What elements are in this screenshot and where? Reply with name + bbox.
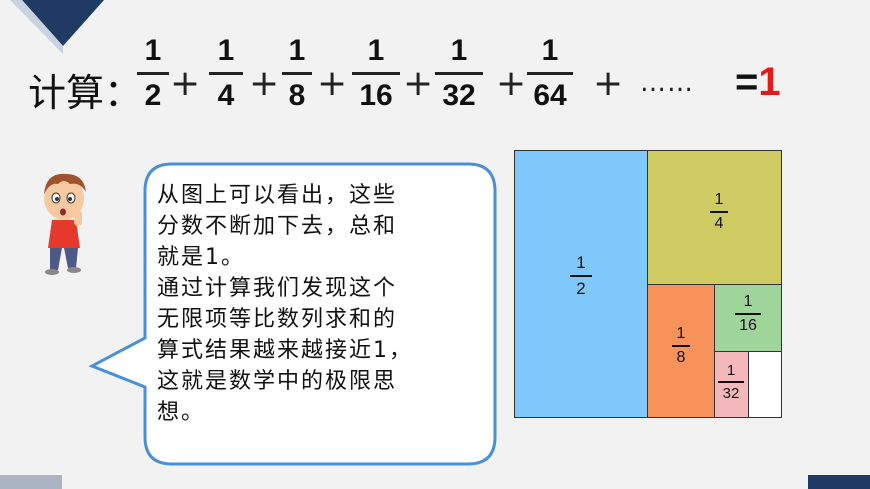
explanation-line: 算式结果越来越接近1， [157, 338, 413, 363]
explanation-line: 通过计算我们发现这个 [157, 276, 398, 301]
corner-decoration [10, 0, 104, 54]
plus-sign: + [496, 63, 527, 104]
cell-remainder [748, 351, 782, 418]
bottom-bar-left [0, 475, 62, 489]
result: =1 [735, 60, 781, 104]
explanation-line: 想。 [157, 400, 206, 425]
thinking-boy-illustration [44, 173, 86, 275]
bottom-bar-right [808, 475, 870, 489]
explanation-line: 无限项等比数列求和的 [157, 307, 398, 332]
plus-sign: + [249, 63, 280, 104]
plus-sign: + [403, 63, 434, 104]
plus-sign: + [170, 63, 201, 104]
explanation-line: 就是1。 [157, 245, 245, 270]
plus-sign: + [317, 63, 348, 104]
explanation-line: 这就是数学中的极限思 [157, 369, 398, 394]
plus-sign: + [593, 63, 624, 104]
explanation-line: 分数不断加下去，总和 [157, 214, 398, 239]
explanation-text: 从图上可以看出，这些 分数不断加下去，总和 就是1。 通过计算我们发现这个 无限… [157, 180, 457, 428]
ellipsis: …… [640, 68, 694, 98]
formula-label: 计算： [28, 71, 143, 115]
explanation-line: 从图上可以看出，这些 [157, 183, 398, 208]
